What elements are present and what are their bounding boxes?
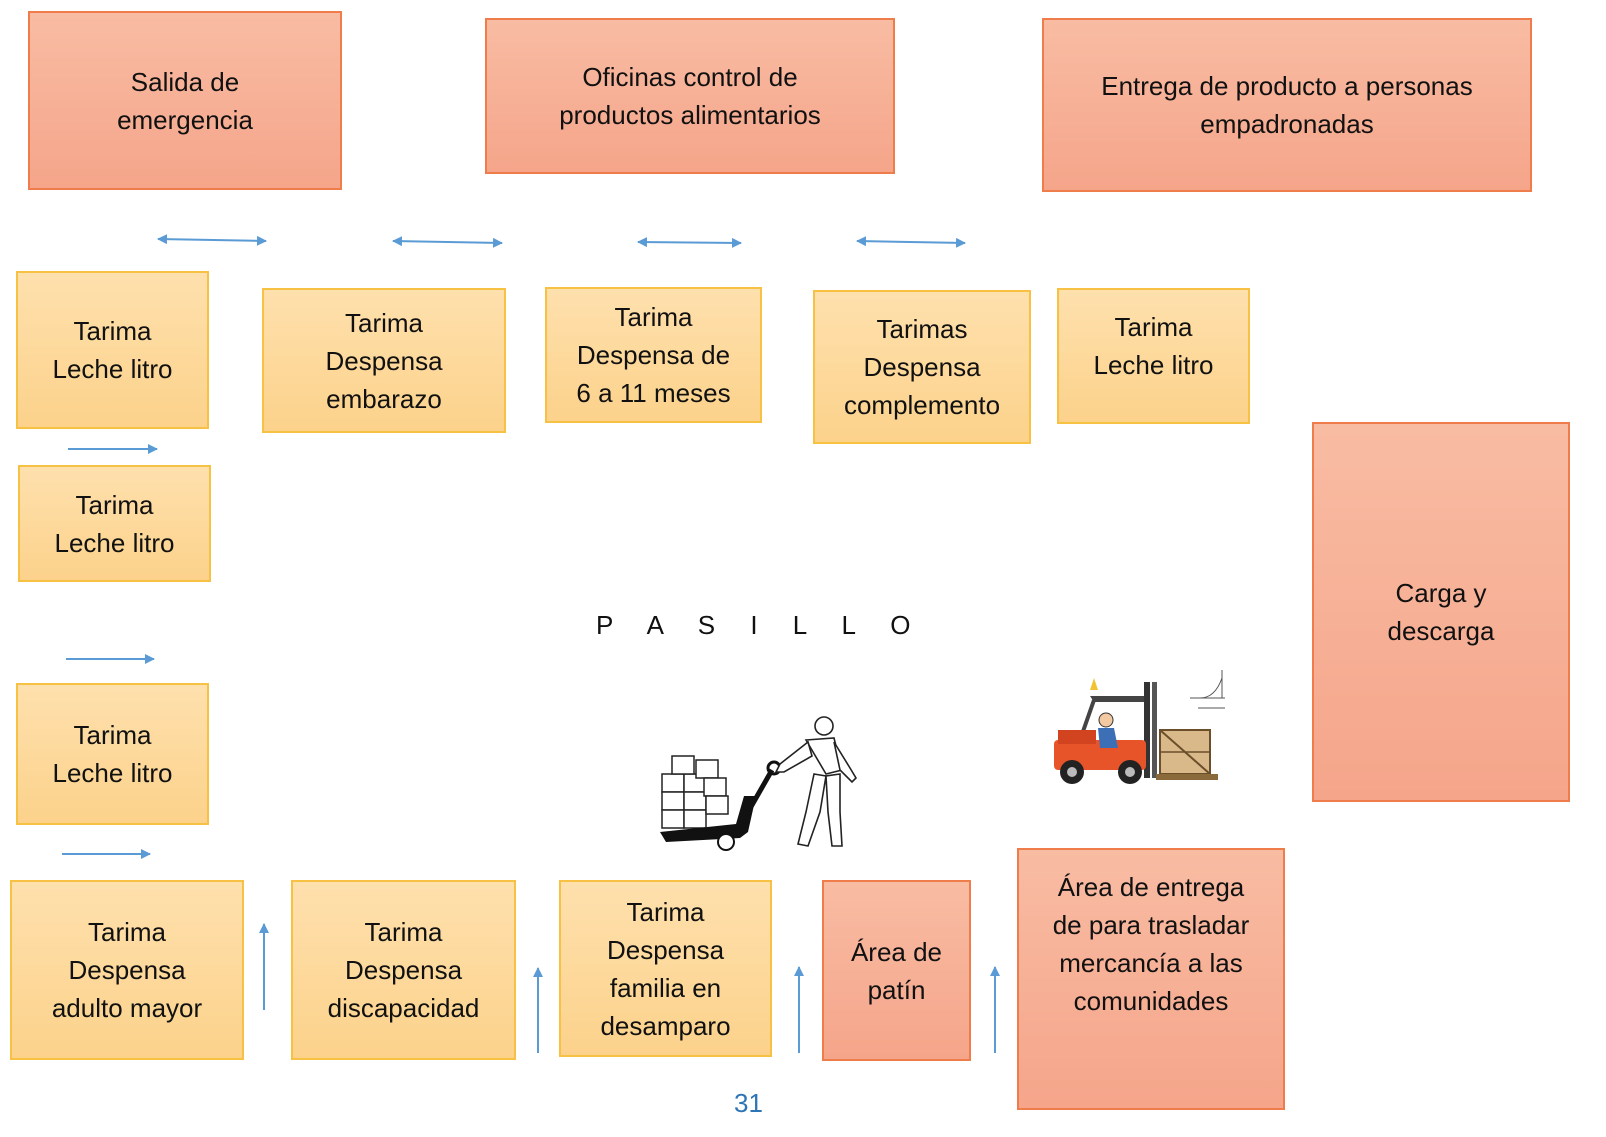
double-arrow-2 bbox=[392, 236, 503, 248]
entrega-line-2: empadronadas bbox=[1200, 109, 1374, 139]
carga-line-1: Carga y bbox=[1395, 578, 1487, 608]
familia-line-1: Tarima bbox=[626, 896, 705, 927]
leche2-line-2: Leche litro bbox=[1093, 350, 1214, 380]
comunidades-line-2: de para trasladar bbox=[1052, 910, 1250, 940]
patin-line-2: patín bbox=[867, 974, 926, 1005]
adulto-line-2: Despensa bbox=[68, 955, 186, 985]
adulto-line-3: adulto mayor bbox=[51, 993, 203, 1023]
carga-line-2: descarga bbox=[1387, 616, 1495, 646]
leche1-line-2: Leche litro bbox=[52, 354, 173, 384]
discapacidad-line-3: discapacidad bbox=[327, 993, 480, 1023]
forklift-icon bbox=[1054, 670, 1225, 784]
familia-line-4: desamparo bbox=[600, 1010, 731, 1041]
page-number: 31 bbox=[734, 1088, 763, 1118]
patin-line-1: Área de bbox=[850, 936, 943, 967]
meses-line-2: Despensa de bbox=[576, 340, 731, 370]
leche4-line-2: Leche litro bbox=[52, 758, 173, 788]
meses-line-1: Tarima bbox=[614, 302, 693, 332]
area-patin-box: Área de patín bbox=[822, 880, 971, 1061]
familia-line-3: familia en bbox=[609, 972, 722, 1003]
leche2-line-1: Tarima bbox=[1114, 312, 1193, 342]
discapacidad-line-2: Despensa bbox=[344, 955, 463, 985]
area-entrega-comunidades-box: Área de entrega de para trasladar mercancí… bbox=[1017, 848, 1285, 1110]
embarazo-line-1: Tarima bbox=[344, 307, 423, 338]
salida-line-2: emergencia bbox=[117, 104, 253, 135]
double-arrow-3 bbox=[637, 237, 742, 248]
complemento-line-1: Tarimas bbox=[876, 314, 968, 344]
comunidades-line-1: Área de entrega bbox=[1057, 872, 1245, 902]
double-arrow-1 bbox=[157, 234, 267, 246]
leche3-line-1: Tarima bbox=[75, 489, 154, 520]
discapacidad-line-1: Tarima bbox=[364, 917, 443, 947]
comunidades-line-4: comunidades bbox=[1073, 986, 1229, 1016]
oficinas-box: Oficinas control de productos alimentario… bbox=[485, 18, 895, 174]
carga-descarga-box: Carga y descarga bbox=[1312, 422, 1570, 802]
comunidades-line-3: mercancía a las bbox=[1059, 948, 1243, 978]
embarazo-line-2: Despensa bbox=[325, 345, 443, 376]
entrega-box: Entrega de producto a personas empadronad… bbox=[1042, 18, 1532, 192]
salida-line-1: Salida de bbox=[130, 66, 240, 97]
entrega-line-1: Entrega de producto a personas bbox=[1101, 71, 1473, 101]
double-arrow-4 bbox=[856, 236, 966, 248]
familia-line-2: Despensa bbox=[606, 934, 725, 965]
meses-line-3: 6 a 11 meses bbox=[576, 378, 731, 408]
leche4-line-1: Tarima bbox=[73, 720, 152, 750]
pallet-jack-worker-icon bbox=[660, 716, 858, 851]
leche3-line-2: Leche litro bbox=[54, 527, 175, 558]
corridor-label: P A S I L L O bbox=[596, 610, 925, 640]
embarazo-line-3: embarazo bbox=[326, 383, 442, 414]
oficinas-line-2: productos alimentarios bbox=[559, 100, 821, 130]
complemento-line-3: complemento bbox=[843, 390, 1001, 420]
leche1-line-1: Tarima bbox=[73, 316, 152, 346]
salida-emergencia-box: Salida de emergencia bbox=[28, 11, 342, 190]
adulto-line-1: Tarima bbox=[87, 917, 166, 947]
oficinas-line-1: Oficinas control de bbox=[582, 62, 798, 92]
complemento-line-2: Despensa bbox=[863, 352, 981, 382]
